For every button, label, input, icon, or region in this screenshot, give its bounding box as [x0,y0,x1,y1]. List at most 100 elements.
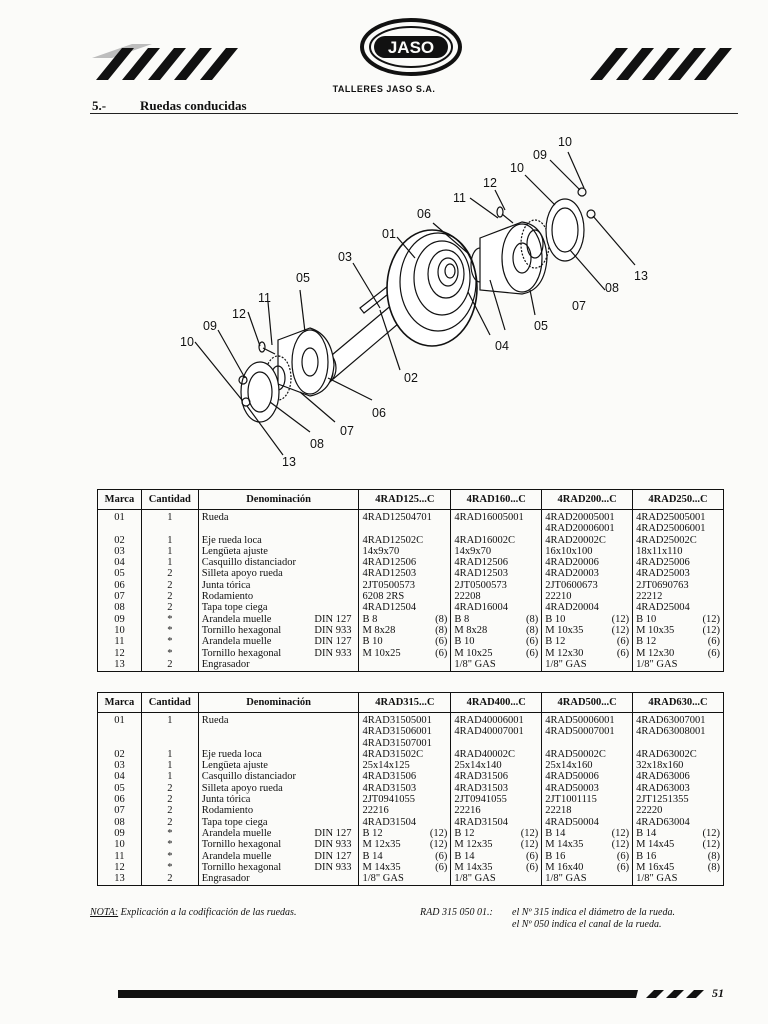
part-callout-label: 10 [558,135,572,149]
header-stripes-right [586,44,736,80]
part-code: M 10x25 [362,647,401,659]
denominacion-cell: Tapa tope ciega [202,817,356,828]
part-code-cell: 4RAD40006001 [454,715,538,726]
cantidad-cell: 2 [167,568,173,580]
part-qty: (8) [525,613,539,625]
part-code-cell: 1/8" GAS [545,659,629,670]
marca-cell: 12 [114,861,125,873]
marca-cell: 05 [114,568,125,580]
part-code-cell: 1/8" GAS [636,873,720,884]
part-norm [351,794,355,805]
part-code-cell [362,523,447,534]
part-name: Eje rueda loca [201,534,262,546]
part-code: 4RAD50002C [545,748,606,760]
part-qty: (12) [429,827,448,839]
part-code-cell: 25x14x125 [362,760,447,771]
header-cantidad: Cantidad [140,489,199,510]
marca-cell [101,726,138,737]
cantidad-cell: 1 [167,760,173,772]
part-code: 1/8" GAS [362,873,404,885]
part-code: 4RAD40002C [454,748,516,760]
part-norm [351,783,355,794]
table-header-row: Marca Cantidad Denominación 4RAD315...C … [97,692,724,713]
part-callout-label: 02 [404,371,418,385]
part-code: B 14 [636,827,657,839]
part-code: B 12 [545,636,566,648]
marca-cell [101,738,138,749]
part-code-cell: 4RAD63003 [636,783,720,794]
marca-cell: 13 [114,873,125,885]
part-norm [351,557,355,568]
part-norm [351,659,355,670]
part-norm [351,873,355,884]
denominacion-cell: Engrasador [202,873,356,884]
part-qty: (6) [707,636,720,648]
part-code-cell: B 14(12) [636,828,720,839]
denominacion-cell: Rueda [202,715,356,726]
part-code: B 10 [362,636,383,648]
part-code: 4RAD31506 [454,771,508,783]
denominacion-cell: Lengüeta ajuste [202,546,356,557]
part-code: 6208 2RS [362,591,405,603]
part-code-cell: B 12(6) [636,636,720,647]
part-code-cell: 22208 [454,591,538,602]
part-code-cell: 4RAD63008001 [636,726,720,737]
part-callout-label: 08 [310,437,324,451]
part-code: M 8x28 [362,624,396,636]
marca-cell: 12 [114,647,125,659]
part-code: 2JT0600673 [545,579,598,591]
part-code: M 12x30 [636,647,675,659]
part-code-cell: M 10x25(6) [454,648,538,659]
part-code: 14x9x70 [454,545,492,557]
part-qty: (12) [611,613,630,625]
part-code-cell: M 12x35(12) [454,839,538,850]
marca-cell: 11 [114,850,125,862]
marca-cell: 04 [114,557,125,569]
part-code: 4RAD20003 [545,568,599,580]
part-code-cell: 4RAD16004 [454,602,538,613]
part-name: Rodamiento [201,805,254,817]
part-code: 22210 [545,591,572,603]
part-name: Tornillo hexagonal [201,861,282,873]
part-code-cell: M 14x45(12) [636,839,720,850]
part-name: Silleta apoyo rueda [201,568,283,580]
part-name: Arandela muelle [201,613,272,625]
part-code-cell: B 12(12) [454,828,538,839]
part-code-cell: M 10x35(12) [636,625,720,636]
part-qty: (6) [435,636,448,648]
section-number: 5.- [92,98,107,113]
part-code: M 12x30 [545,647,584,659]
part-qty: (6) [707,647,720,659]
part-code: 4RAD50006 [545,771,599,783]
denominacion-cell: Eje rueda loca [202,749,356,760]
part-code: 4RAD63003 [636,782,690,794]
part-callout-label: 05 [534,319,548,333]
part-code: 4RAD50007001 [545,726,615,738]
marca-cell: 01 [114,512,125,523]
part-code-cell: 2JT0941055 [362,794,447,805]
marca-cell: 05 [114,782,125,794]
part-code: 4RAD31506001 [362,726,432,738]
part-qty: (8) [525,624,539,636]
cantidad-cell: 1 [167,771,173,783]
part-qty: (12) [520,827,539,839]
marca-cell: 10 [114,839,125,851]
cantidad-cell: 2 [167,782,173,794]
part-code: 2JT0500573 [362,579,415,591]
part-qty: (8) [435,624,448,636]
part-code: 4RAD16002C [454,534,516,546]
part-callout-label: 09 [203,319,217,333]
cantidad-cell: * [167,624,173,636]
part-code-cell: B 12(6) [545,636,629,647]
page-number: 51 [712,986,724,1000]
cantidad-cell: 1 [167,748,173,760]
